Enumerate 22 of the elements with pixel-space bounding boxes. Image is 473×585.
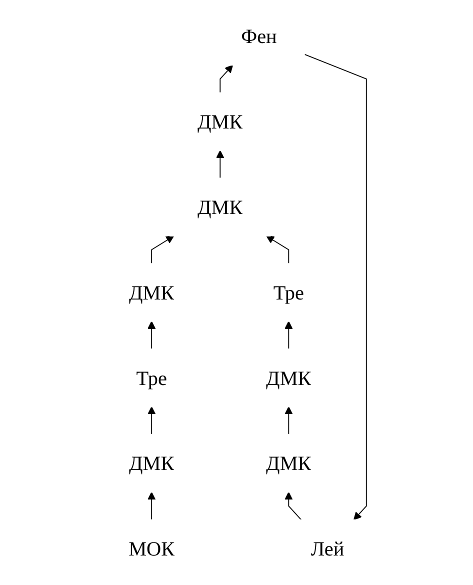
node-text: Тре bbox=[273, 281, 304, 304]
arrow bbox=[304, 54, 367, 520]
arrow bbox=[151, 236, 174, 264]
arrow bbox=[148, 406, 156, 435]
arrow bbox=[216, 150, 224, 179]
arrow bbox=[284, 406, 293, 435]
node-text: ДМК bbox=[198, 196, 243, 219]
node-text: ДМК bbox=[198, 110, 243, 134]
arrow bbox=[148, 492, 156, 520]
arrow bbox=[266, 236, 290, 264]
node-text: Тре bbox=[136, 366, 168, 390]
node-text: ДМК bbox=[129, 452, 174, 475]
node-text: ДМК bbox=[266, 366, 312, 390]
arrow bbox=[284, 321, 293, 350]
node-text: ДМК bbox=[266, 452, 312, 475]
node-text: МОК bbox=[128, 537, 175, 560]
arrow bbox=[284, 492, 302, 520]
node-text: ДМК bbox=[129, 281, 174, 304]
arrow bbox=[220, 64, 234, 94]
node-text: Лей bbox=[310, 537, 344, 560]
node-text: Фен bbox=[241, 24, 277, 48]
arrow bbox=[148, 321, 156, 350]
